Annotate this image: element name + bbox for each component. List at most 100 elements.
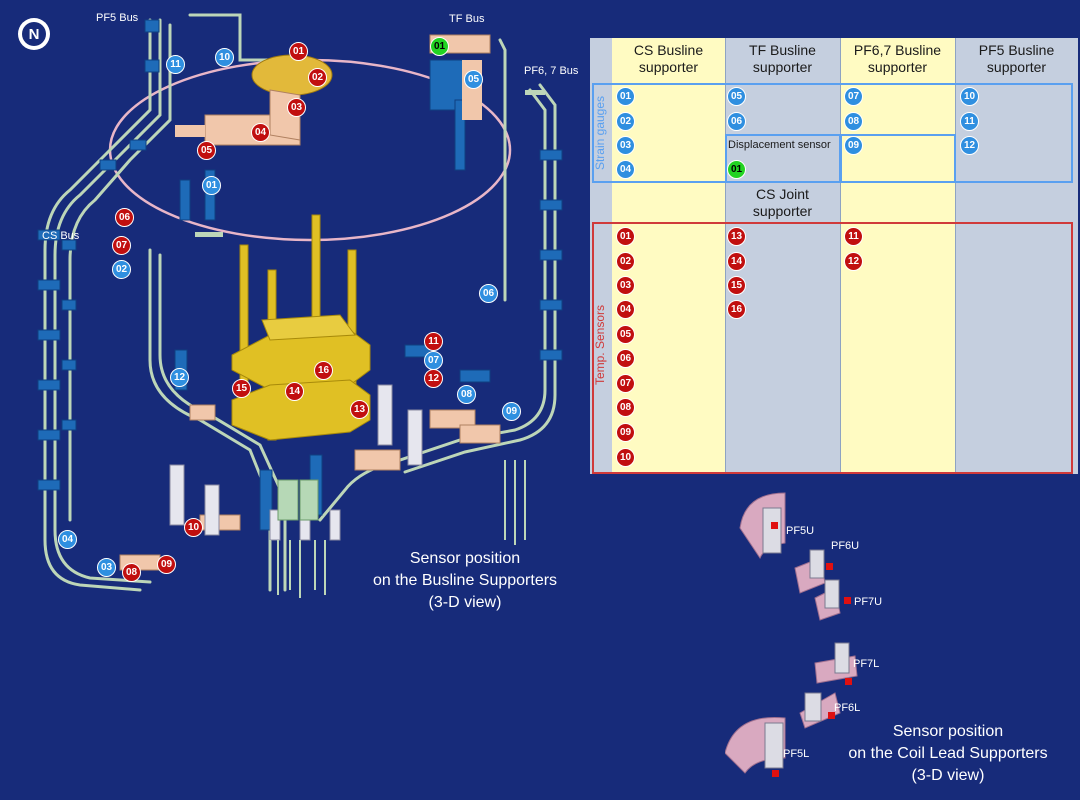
caption-coil: Sensor position on the Coil Lead Support… xyxy=(832,721,1064,787)
strain-gauge-badge: 06 xyxy=(479,284,498,303)
logo: N xyxy=(18,18,50,50)
coil-lead-sensor xyxy=(844,597,851,604)
strain-gauge-badge: 09 xyxy=(844,136,863,155)
coil-lead-label-pf6u: PF6U xyxy=(831,540,860,552)
pf67-bus-line-b xyxy=(403,83,557,474)
cs-bus-line-b xyxy=(53,18,162,584)
temp-sensor-badge: 14 xyxy=(285,382,304,401)
temp-sensor-badge: 05 xyxy=(616,325,635,344)
temp-sensor-badge: 01 xyxy=(616,227,635,246)
strain-gauge-badge: 02 xyxy=(616,112,635,131)
coil-lead-sensor xyxy=(828,712,835,719)
label-pf67-bus: PF6, 7 Bus xyxy=(524,65,579,77)
temp-sensors-box xyxy=(592,222,1073,474)
cs-bus-line-c xyxy=(68,23,172,522)
coil-lead-sensor xyxy=(845,678,852,685)
temp-sensor-badge: 08 xyxy=(122,563,141,582)
column-header-cs: CS Busline supporter xyxy=(633,42,704,75)
temp-sensor-badge: 01 xyxy=(289,42,308,61)
temp-sensor-badge: 13 xyxy=(727,227,746,246)
temp-sensor-badge: 10 xyxy=(184,518,203,537)
strain-gauge-badge: 03 xyxy=(616,136,635,155)
strain-gauges-label: Strain gauges xyxy=(593,95,607,171)
temp-sensor-badge: 03 xyxy=(287,98,306,117)
temp-sensor-badge: 14 xyxy=(727,252,746,271)
caption-coil-line2: on the Coil Lead Supporters xyxy=(848,745,1048,762)
strain-gauge-badge: 03 xyxy=(97,558,116,577)
temp-sensor-badge: 06 xyxy=(616,349,635,368)
temp-sensor-badge: 15 xyxy=(232,379,251,398)
strain-gauge-badge: 06 xyxy=(727,112,746,131)
temp-sensor-badge: 12 xyxy=(844,252,863,271)
strain-gauge-badge: 08 xyxy=(844,112,863,131)
caption-busline-line2: on the Busline Supporters xyxy=(372,572,558,589)
strain-gauge-badge: 09 xyxy=(502,402,521,421)
logo-mark: N xyxy=(22,22,46,46)
strain-gauge-badge: 01 xyxy=(616,87,635,106)
pf5-bus-line xyxy=(188,13,282,62)
coil-lead-label-pf7l: PF7L xyxy=(853,658,880,670)
displacement-box xyxy=(725,134,841,183)
strain-gauge-badge: 10 xyxy=(215,48,234,67)
strain-gauge-badge: 11 xyxy=(960,112,979,131)
displacement-label: Displacement sensor xyxy=(728,139,831,151)
coil-lead-sensor xyxy=(826,563,833,570)
temp-sensor-badge: 13 xyxy=(350,400,369,419)
strain-gauge-badge: 07 xyxy=(424,351,443,370)
temp-sensor-badge: 03 xyxy=(616,276,635,295)
temp-sensors-label: Temp. Sensors xyxy=(593,304,607,386)
temp-sensor-badge: 16 xyxy=(727,300,746,319)
temp-sensor-badge: 10 xyxy=(616,448,635,467)
column-header-pf5: PF5 Busline supporter xyxy=(978,42,1055,75)
coil-lead-label-pf5u: PF5U xyxy=(786,525,815,537)
caption-busline-line3: (3-D view) xyxy=(428,594,502,611)
strain-gauge-badge: 12 xyxy=(960,136,979,155)
label-cs-bus: CS Bus xyxy=(42,230,80,242)
label-tf-bus: TF Bus xyxy=(449,13,485,25)
temp-sensor-badge: 12 xyxy=(424,369,443,388)
displacement-sensor-badge: 01 xyxy=(430,37,449,56)
strain-gauge-badge: 10 xyxy=(960,87,979,106)
temp-sensor-badge: 02 xyxy=(616,252,635,271)
temp-sensor-badge: 04 xyxy=(616,300,635,319)
caption-busline: Sensor position on the Busline Supporter… xyxy=(350,548,580,614)
caption-busline-line1: Sensor position xyxy=(409,550,521,567)
strain-gauge-badge: 07 xyxy=(844,87,863,106)
center-bus-line-a xyxy=(148,248,272,592)
label-pf5-bus: PF5 Bus xyxy=(96,12,139,24)
temp-sensor-badge: 04 xyxy=(251,123,270,142)
strain-gauge-badge: 05 xyxy=(727,87,746,106)
displacement-sensor-badge: 01 xyxy=(727,160,746,179)
sensor-table: CS Busline supporter TF Busline supporte… xyxy=(590,38,1078,474)
temp-sensor-badge: 07 xyxy=(616,374,635,393)
caption-coil-line1: Sensor position xyxy=(892,723,1004,740)
temp-sensor-badge: 08 xyxy=(616,398,635,417)
column-pf5 xyxy=(955,38,1078,474)
coil-lead-label-pf6l: PF6L xyxy=(834,702,861,714)
temp-sensor-badge: 07 xyxy=(112,236,131,255)
temp-sensor-badge: 09 xyxy=(616,423,635,442)
temp-sensor-badge: 09 xyxy=(157,555,176,574)
strain-gauge-badge: 04 xyxy=(616,160,635,179)
temp-sensor-badge: 05 xyxy=(197,141,216,160)
strain-gauge-badge: 12 xyxy=(170,368,189,387)
coil-lead-sensor xyxy=(772,770,779,777)
cs-bus-line-a xyxy=(43,18,152,592)
coil-lead-diagram xyxy=(725,492,858,774)
strain-gauge-badge: 04 xyxy=(58,530,77,549)
strain-gauge-badge: 01 xyxy=(202,176,221,195)
temp-sensor-badge: 06 xyxy=(115,208,134,227)
coil-lead-sensor xyxy=(771,522,778,529)
cs-joint-label: CS Joint supporter xyxy=(752,186,813,219)
temp-sensor-badge: 16 xyxy=(314,361,333,380)
column-header-tf: TF Busline supporter xyxy=(749,42,816,75)
coil-lead-label-pf5l: PF5L xyxy=(783,748,810,760)
strain-gauge-badge: 02 xyxy=(112,260,131,279)
temp-sensor-badge: 11 xyxy=(844,227,863,246)
coil-lead-label-pf7u: PF7U xyxy=(854,596,883,608)
busline-3d-diagram xyxy=(37,13,563,598)
temp-sensor-badge: 15 xyxy=(727,276,746,295)
temp-sensor-badge: 11 xyxy=(424,332,443,351)
caption-coil-line3: (3-D view) xyxy=(911,767,985,784)
tf-bus-line xyxy=(498,38,507,302)
